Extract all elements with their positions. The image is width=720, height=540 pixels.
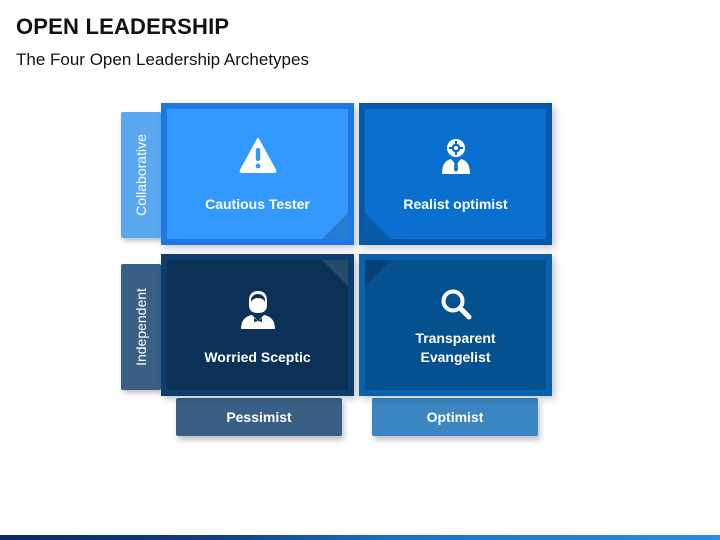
magnifier-icon	[441, 289, 471, 320]
quadrant-worried-sceptic: Worried Sceptic	[161, 254, 354, 396]
quadrant-label: Realist optimist	[403, 196, 508, 212]
businessman-idea-icon	[441, 139, 470, 174]
page-title: OPEN LEADERSHIP	[16, 14, 230, 39]
quadrant-realist-optimist: Realist optimist	[359, 103, 552, 245]
row-label-text: Collaborative	[133, 134, 149, 216]
warning-icon	[239, 138, 276, 173]
corner-fold	[322, 260, 348, 286]
quadrant-panel: Realist optimist	[365, 109, 546, 239]
column-label-text: Optimist	[426, 409, 484, 425]
quadrant-label: Worried Sceptic	[204, 349, 311, 365]
corner-fold	[365, 213, 391, 239]
quadrant-cautious-tester: Cautious Tester	[161, 103, 354, 245]
row-label-collaborative: Collaborative	[121, 112, 161, 238]
column-label-text: Pessimist	[226, 409, 292, 425]
quadrant-label: Transparent Evangelist	[365, 329, 546, 367]
corner-fold	[322, 213, 348, 239]
quadrant-transparent-evangelist: Transparent Evangelist	[359, 254, 552, 396]
footer-bar	[0, 535, 720, 540]
quadrant-label-text: Transparent Evangelist	[415, 330, 496, 365]
quadrant-panel: Worried Sceptic	[167, 260, 348, 390]
page-subtitle: The Four Open Leadership Archetypes	[16, 50, 309, 69]
quadrant-panel: Transparent Evangelist	[365, 260, 546, 390]
row-label-independent: Independent	[121, 264, 161, 390]
row-label-text: Independent	[133, 288, 149, 366]
column-label-optimist: Optimist	[372, 398, 538, 436]
quadrant-label: Cautious Tester	[205, 196, 310, 212]
businessman-icon	[240, 291, 275, 329]
corner-fold	[365, 260, 391, 286]
quadrant-panel: Cautious Tester	[167, 109, 348, 239]
column-label-pessimist: Pessimist	[176, 398, 342, 436]
